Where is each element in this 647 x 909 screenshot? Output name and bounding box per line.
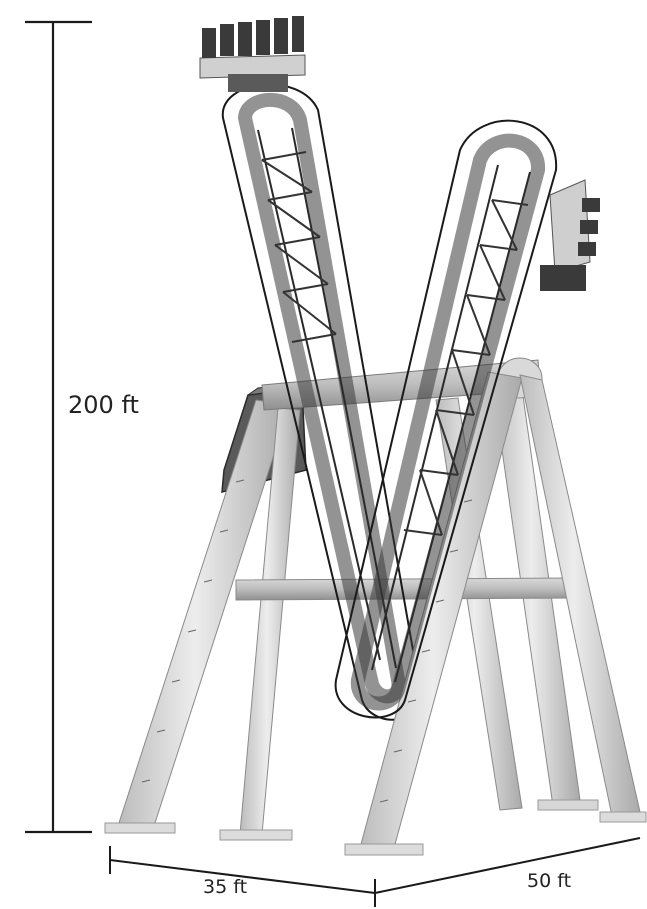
leg-rivets	[141, 479, 473, 803]
left-leg	[104, 399, 301, 841]
depth-label: 50 ft	[527, 870, 572, 892]
height-label: 200 ft	[68, 391, 139, 419]
right-lattice	[403, 199, 529, 536]
right-track-loop	[334, 119, 558, 719]
width-label: 35 ft	[203, 876, 248, 898]
height-dimension-line	[25, 20, 92, 834]
base-dimension-lines	[109, 837, 641, 907]
left-lattice	[261, 151, 337, 343]
car-train-top	[199, 16, 306, 92]
front-leg-center	[344, 371, 647, 856]
car-train-right	[540, 179, 600, 291]
